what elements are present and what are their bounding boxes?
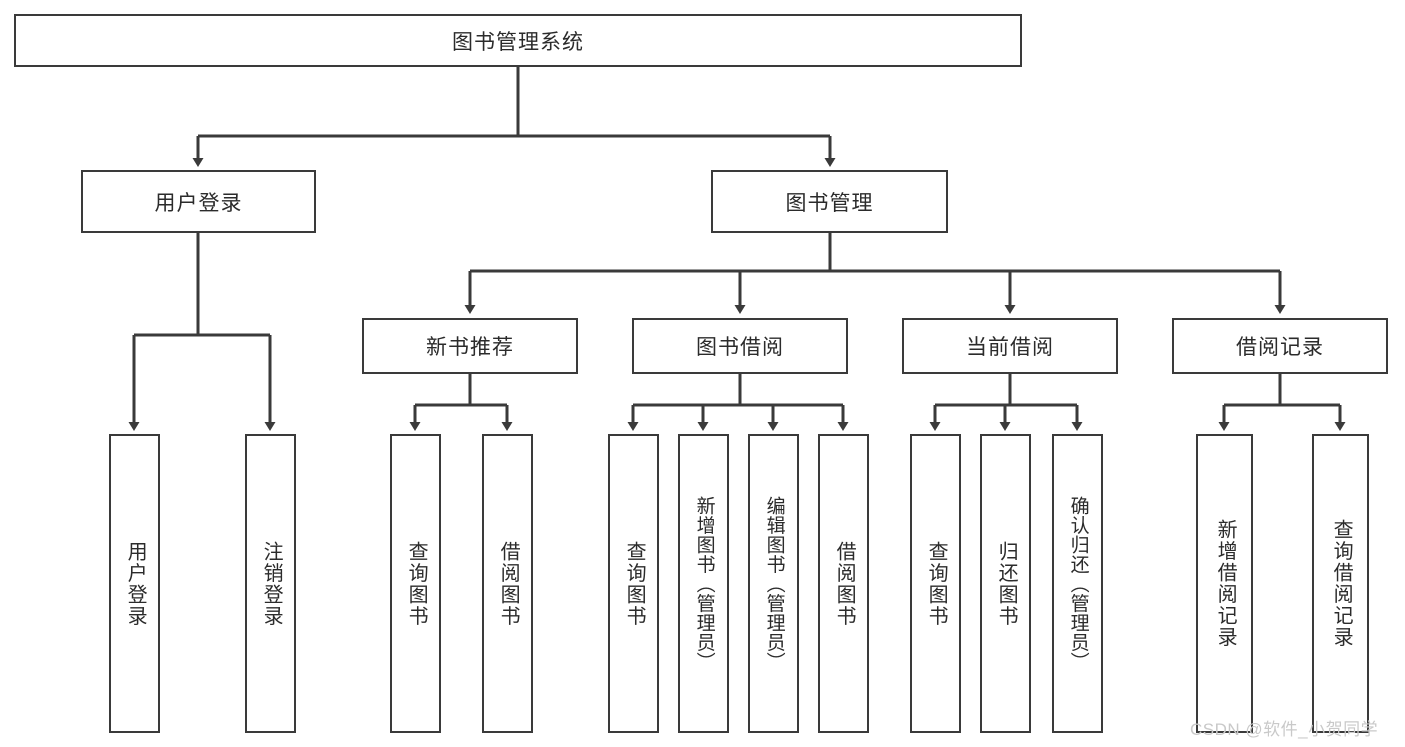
- leaf-query-borrow-record-label: 查询借阅记录: [1330, 519, 1353, 648]
- node-root[interactable]: 图书管理系统: [14, 14, 1022, 67]
- node-borrow-record-label: 借阅记录: [1236, 336, 1324, 359]
- leaf-borrow-book-recommend-label: 借阅图书: [497, 540, 520, 627]
- node-book-borrow[interactable]: 图书借阅: [632, 318, 848, 374]
- leaf-add-book-admin-label: 新增图书（管理员）: [693, 495, 715, 672]
- node-user-login-label: 用户登录: [154, 191, 243, 215]
- leaf-query-book-current[interactable]: 查询图书: [910, 434, 961, 733]
- leaf-confirm-return-admin[interactable]: 确认归还（管理员）: [1052, 434, 1103, 733]
- leaf-query-book-borrow[interactable]: 查询图书: [608, 434, 659, 733]
- leaf-return-book[interactable]: 归还图书: [980, 434, 1031, 733]
- node-book-management[interactable]: 图书管理: [711, 170, 948, 233]
- leaf-borrow-book-recommend[interactable]: 借阅图书: [482, 434, 533, 733]
- leaf-edit-book-admin[interactable]: 编辑图书（管理员）: [748, 434, 799, 733]
- leaf-borrow-book-label: 借阅图书: [833, 540, 856, 627]
- leaf-query-book-borrow-label: 查询图书: [623, 540, 646, 627]
- node-user-login[interactable]: 用户登录: [81, 170, 316, 233]
- leaf-borrow-book[interactable]: 借阅图书: [818, 434, 869, 733]
- leaf-add-book-admin[interactable]: 新增图书（管理员）: [678, 434, 729, 733]
- leaf-user-login[interactable]: 用户登录: [109, 434, 160, 733]
- leaf-user-login-label: 用户登录: [124, 540, 147, 627]
- node-new-book-recommend-label: 新书推荐: [426, 336, 514, 359]
- csdn-watermark: CSDN @软件_小贺同学: [1190, 720, 1379, 739]
- leaf-logout[interactable]: 注销登录: [245, 434, 296, 733]
- node-current-borrow[interactable]: 当前借阅: [902, 318, 1118, 374]
- leaf-add-borrow-record[interactable]: 新增借阅记录: [1196, 434, 1253, 733]
- node-borrow-record[interactable]: 借阅记录: [1172, 318, 1388, 374]
- leaf-confirm-return-admin-label: 确认归还（管理员）: [1067, 495, 1089, 672]
- leaf-query-book-recommend[interactable]: 查询图书: [390, 434, 441, 733]
- node-book-borrow-label: 图书借阅: [696, 336, 784, 359]
- leaf-return-book-label: 归还图书: [995, 540, 1018, 627]
- node-book-management-label: 图书管理: [785, 191, 874, 215]
- node-new-book-recommend[interactable]: 新书推荐: [362, 318, 578, 374]
- leaf-query-borrow-record[interactable]: 查询借阅记录: [1312, 434, 1369, 733]
- leaf-query-book-current-label: 查询图书: [925, 540, 948, 627]
- leaf-add-borrow-record-label: 新增借阅记录: [1214, 519, 1237, 648]
- leaf-logout-label: 注销登录: [260, 540, 283, 627]
- node-root-label: 图书管理系统: [452, 30, 584, 54]
- node-current-borrow-label: 当前借阅: [966, 336, 1054, 359]
- leaf-edit-book-admin-label: 编辑图书（管理员）: [763, 495, 785, 672]
- leaf-query-book-recommend-label: 查询图书: [405, 540, 428, 627]
